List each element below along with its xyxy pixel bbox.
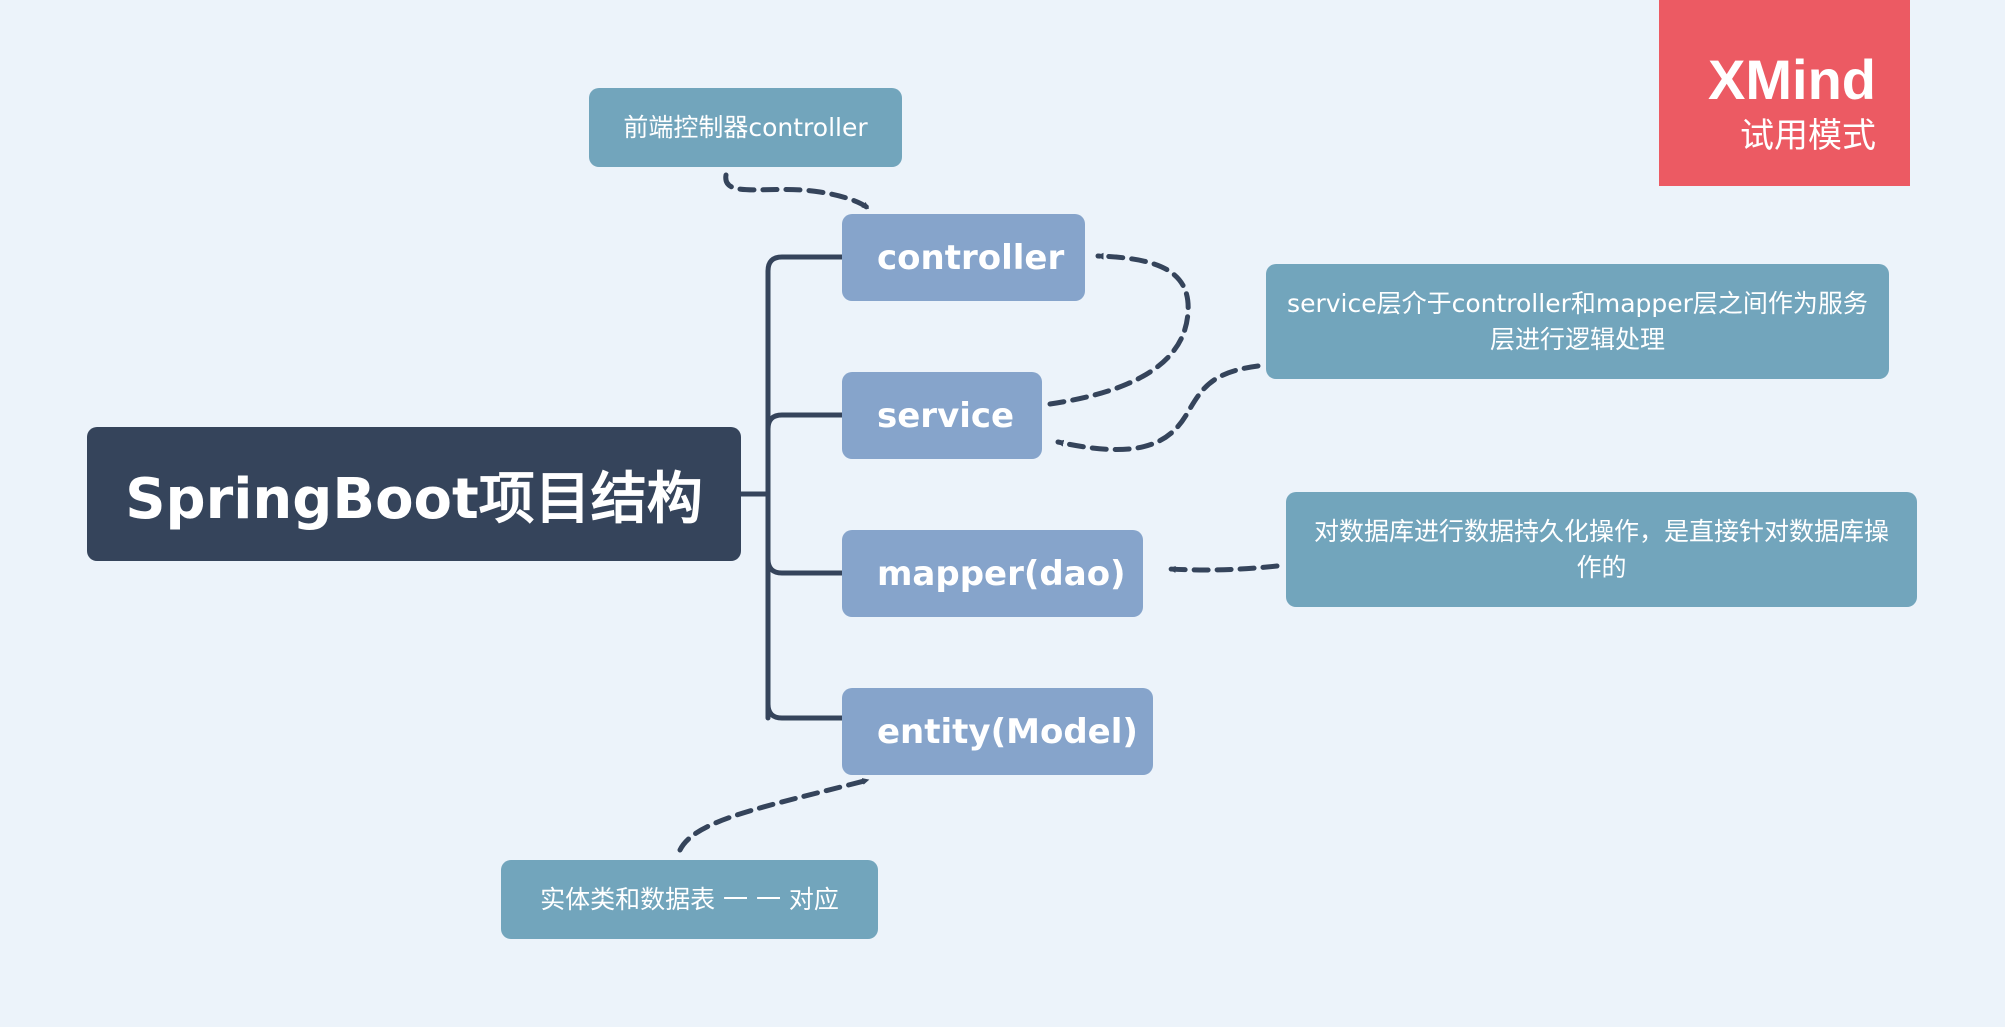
branch-topic-entity[interactable]: entity(Model) [842,688,1153,775]
tree-connector [738,254,845,721]
branch-topic-controller[interactable]: controller [842,214,1085,301]
note-arrow-controller [723,172,871,211]
branch-topic-label: entity(Model) [877,711,1138,752]
note-service[interactable]: service层介于controller和mapper层之间作为服务层进行逻辑处… [1266,264,1889,379]
note-text: 对数据库进行数据持久化操作，是直接针对数据库操作的 [1313,516,1889,582]
note-arrow-entity [677,777,871,853]
note-arrow-mapper [1167,563,1280,573]
branch-topic-label: service [877,395,1015,436]
service-controller-arrow [1047,252,1191,407]
branch-topic-mapper[interactable]: mapper(dao) [842,530,1143,617]
watermark-title: XMind [1708,48,1876,111]
note-arrow-service [1055,363,1261,452]
xmind-trial-watermark: XMind 试用模式 [1659,0,1910,186]
root-topic[interactable]: SpringBoot项目结构 [87,427,741,561]
root-topic-label: SpringBoot项目结构 [125,466,703,532]
note-text: 前端控制器controller [623,112,868,142]
note-mapper[interactable]: 对数据库进行数据持久化操作，是直接针对数据库操作的 [1286,492,1917,607]
watermark-subtitle: 试用模式 [1740,116,1876,156]
branch-topic-label: mapper(dao) [877,553,1126,594]
note-text: service层介于controller和mapper层之间作为服务层进行逻辑处… [1287,288,1868,354]
note-entity[interactable]: 实体类和数据表 一 一 对应 [501,860,878,939]
branch-topic-label: controller [877,237,1065,278]
note-controller[interactable]: 前端控制器controller [589,88,902,167]
branch-topic-service[interactable]: service [842,372,1042,459]
note-text: 实体类和数据表 一 一 对应 [540,884,839,914]
